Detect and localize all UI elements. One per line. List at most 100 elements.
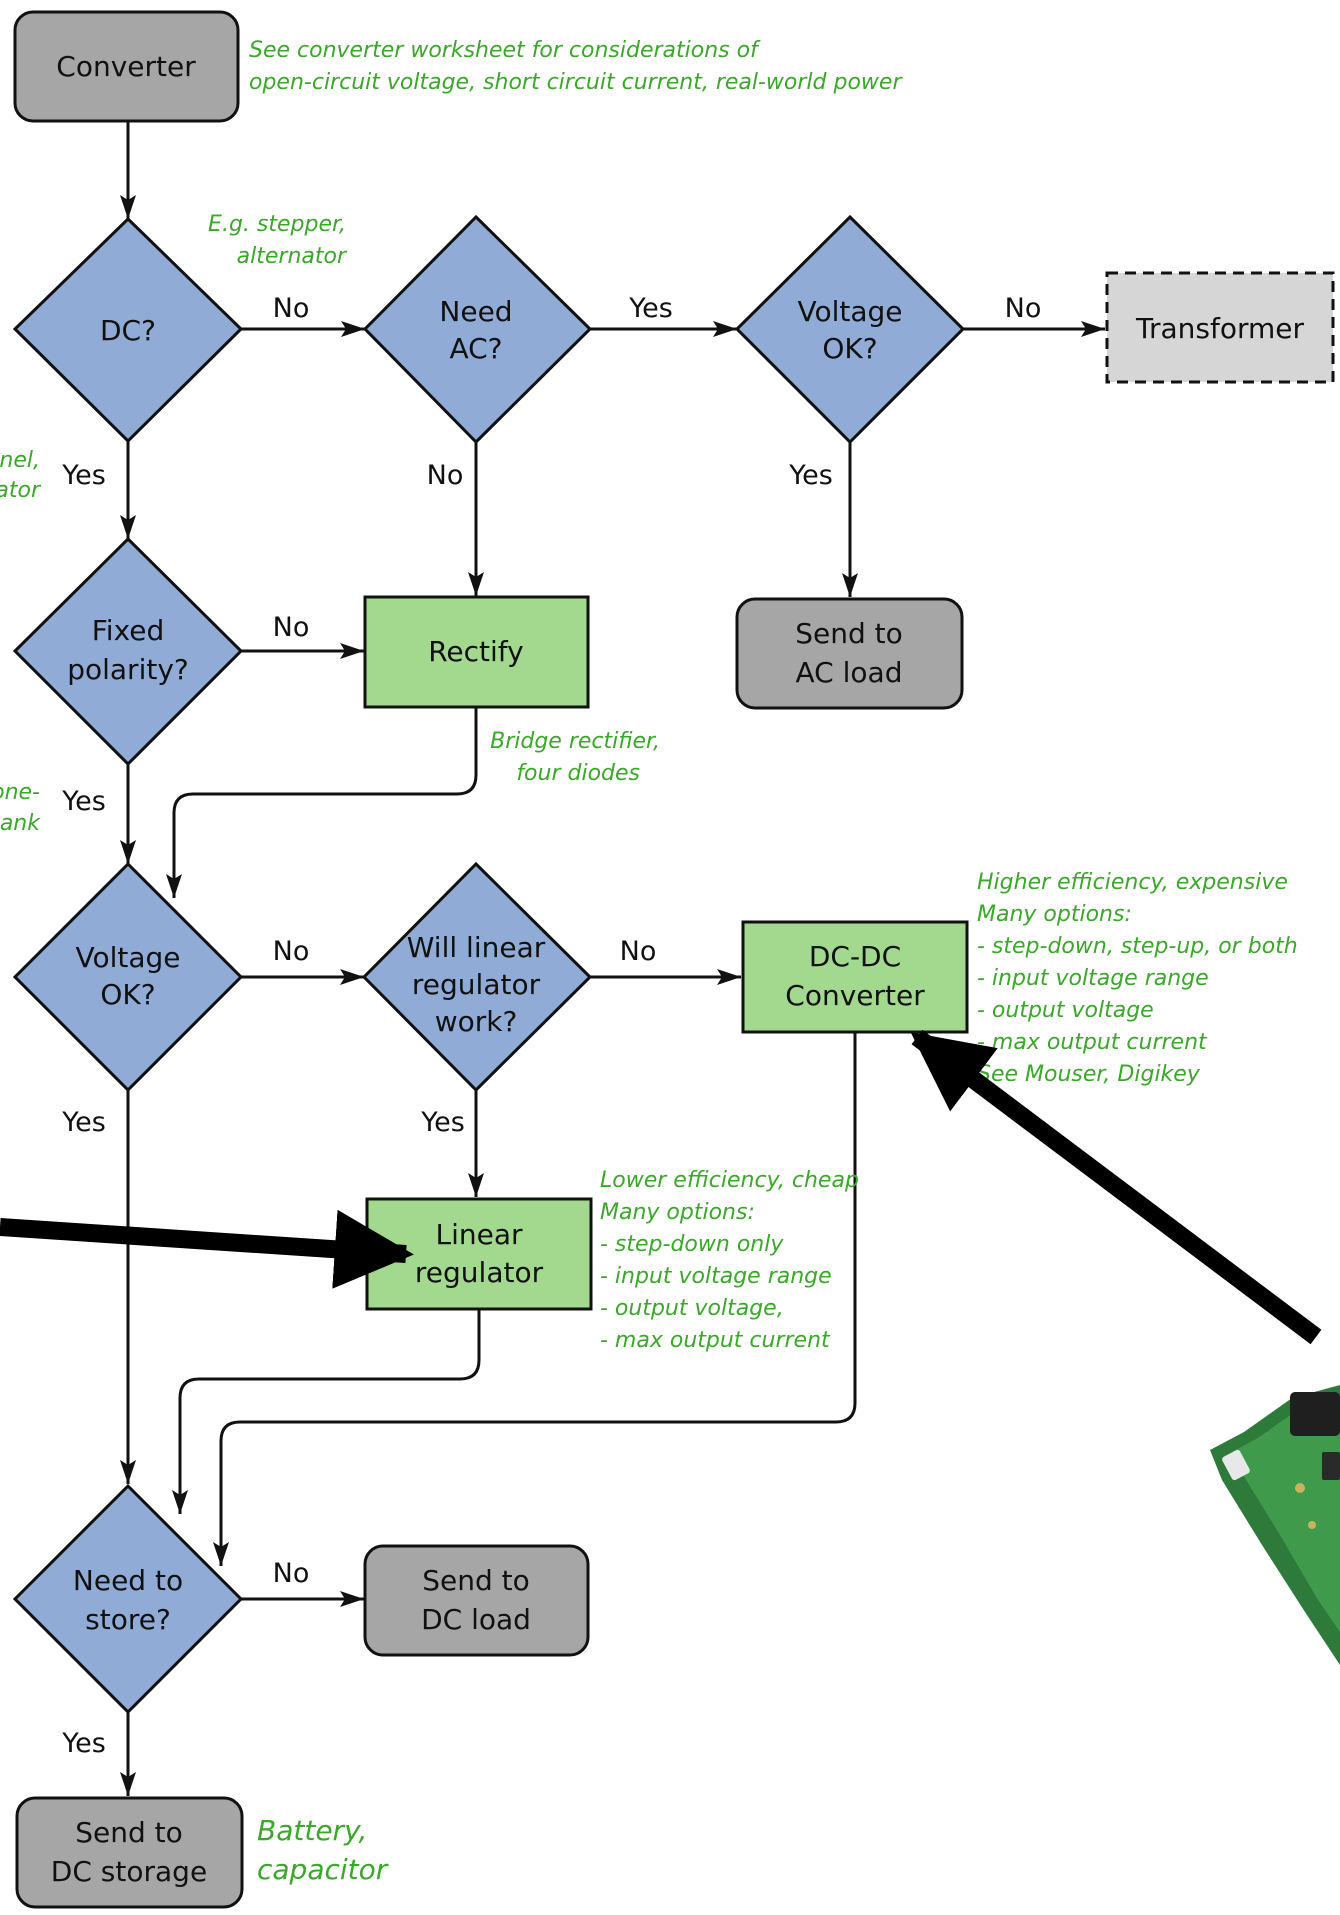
annotations: See converter worksheet for consideratio… bbox=[0, 38, 1298, 1886]
dcdc-note-7: See Mouser, Digikey bbox=[977, 1062, 1201, 1087]
pointer-arrow-dcdc bbox=[910, 1029, 1322, 1345]
voltage-dc-label-1: Voltage bbox=[75, 941, 180, 974]
linear-note-3: - step-down only bbox=[600, 1232, 784, 1257]
decision-shape bbox=[12, 861, 244, 1093]
edge-label: Yes bbox=[61, 1728, 106, 1759]
linear-note-1: Lower efficiency, cheap bbox=[600, 1168, 859, 1193]
decision-shape bbox=[361, 861, 593, 1093]
edge-rectify-voltage-dc bbox=[166, 708, 478, 898]
decision-shape bbox=[734, 214, 966, 445]
edge-label: No bbox=[620, 936, 657, 967]
dc-load-label-1: Send to bbox=[422, 1564, 530, 1597]
send-dc-load-node: Send to DC load bbox=[363, 1544, 590, 1657]
pointer-arrow-linear bbox=[0, 1209, 414, 1289]
ac-load-label-2: AC load bbox=[796, 656, 903, 689]
dcdc-note-3: - step-down, step-up, or both bbox=[977, 934, 1298, 959]
edge-label: Yes bbox=[420, 1107, 465, 1138]
need-to-store-decision: Need to store? bbox=[12, 1483, 244, 1715]
will-linear-label-3: work? bbox=[435, 1005, 518, 1038]
voltage-ac-label-1: Voltage bbox=[797, 295, 902, 328]
storage-note-1: Battery, bbox=[257, 1814, 367, 1847]
edge-dcdc-store bbox=[213, 1032, 857, 1566]
voltage-dc-label-2: OK? bbox=[100, 978, 155, 1011]
dcdc-note-2: Many options: bbox=[977, 902, 1132, 927]
rectify-node: Rectify bbox=[363, 595, 590, 709]
rectify-note-2: four diodes bbox=[516, 761, 640, 786]
decision-shape bbox=[362, 214, 593, 445]
dc-example-2: ator bbox=[0, 478, 42, 503]
edge-label: Yes bbox=[788, 460, 833, 491]
inductor-component bbox=[1290, 1392, 1340, 1436]
dc-decision: DC? bbox=[12, 216, 244, 444]
edge-label: Yes bbox=[61, 786, 106, 817]
rectify-label: Rectify bbox=[428, 635, 524, 668]
linear-note-6: - max output current bbox=[600, 1328, 831, 1353]
process-shape bbox=[741, 920, 969, 1034]
transformer-node: Transformer bbox=[1105, 271, 1335, 384]
dcdc-note-1: Higher efficiency, expensive bbox=[977, 870, 1288, 895]
linear-label-2: regulator bbox=[415, 1256, 544, 1289]
voltage-ok-dc-decision: Voltage OK? bbox=[12, 861, 244, 1093]
linear-note-2: Many options: bbox=[600, 1200, 755, 1225]
will-linear-label-1: Will linear bbox=[407, 931, 546, 964]
edge-label: No bbox=[273, 293, 310, 324]
edge-label: Yes bbox=[61, 460, 106, 491]
dcdc-note-6: - max output current bbox=[977, 1030, 1208, 1055]
transformer-label: Transformer bbox=[1135, 312, 1305, 345]
decision-shape bbox=[12, 1483, 244, 1715]
dcdc-converter-node: DC-DC Converter bbox=[741, 920, 969, 1034]
fixed-label-1: Fixed bbox=[92, 614, 165, 647]
ac-load-label-1: Send to bbox=[795, 617, 903, 650]
linear-note-4: - input voltage range bbox=[600, 1264, 832, 1289]
polarity-example-1: one- bbox=[0, 780, 40, 805]
rectify-note-1: Bridge rectifier, bbox=[490, 729, 660, 754]
process-shape bbox=[363, 595, 590, 709]
dcdc-note-5: - output voltage bbox=[977, 998, 1154, 1023]
dcdc-label-2: Converter bbox=[785, 979, 925, 1012]
dcdc-note-4: - input voltage range bbox=[977, 966, 1209, 991]
dcdc-label-1: DC-DC bbox=[809, 940, 901, 973]
decision-shape bbox=[12, 216, 244, 444]
polarity-example-2: ank bbox=[0, 811, 41, 836]
converter-node: Converter bbox=[13, 10, 240, 123]
converter-label: Converter bbox=[56, 50, 196, 83]
need-ac-decision: Need AC? bbox=[362, 214, 593, 445]
edge-label: No bbox=[1005, 293, 1042, 324]
edge-label: No bbox=[427, 460, 464, 491]
ac-example-1: E.g. stepper, bbox=[208, 212, 346, 237]
fixed-label-2: polarity? bbox=[67, 653, 189, 686]
dc-storage-label-2: DC storage bbox=[51, 1855, 207, 1888]
will-linear-label-2: regulator bbox=[412, 968, 541, 1001]
linear-label-1: Linear bbox=[435, 1218, 523, 1251]
edge-label: No bbox=[273, 612, 310, 643]
edge-label: Yes bbox=[61, 1107, 106, 1138]
converter-note-1: See converter worksheet for consideratio… bbox=[249, 38, 761, 63]
connectors bbox=[120, 121, 1105, 1796]
edge-linear-store bbox=[172, 1310, 481, 1514]
fixed-polarity-decision: Fixed polarity? bbox=[12, 536, 244, 767]
storage-note-2: capacitor bbox=[257, 1853, 389, 1886]
terminal-shape bbox=[735, 597, 964, 710]
decision-shape bbox=[12, 536, 244, 767]
edge-label: No bbox=[273, 1558, 310, 1589]
via-hole bbox=[1308, 1521, 1316, 1529]
edge-labels: No Yes No Yes No Yes No Yes No No Yes Ye… bbox=[61, 293, 1041, 1759]
terminal-shape bbox=[15, 1796, 244, 1909]
converter-note-2: open-circuit voltage, short circuit curr… bbox=[249, 70, 903, 95]
dc-example-1: nel, bbox=[0, 448, 40, 473]
need-ac-label-2: AC? bbox=[449, 332, 502, 365]
terminal-shape bbox=[13, 10, 240, 123]
dc-load-label-2: DC load bbox=[421, 1603, 531, 1636]
chip-component bbox=[1322, 1452, 1340, 1480]
linear-note-5: - output voltage, bbox=[600, 1296, 784, 1321]
via-hole bbox=[1295, 1483, 1305, 1493]
dc-storage-label-1: Send to bbox=[75, 1816, 183, 1849]
send-dc-storage-node: Send to DC storage bbox=[15, 1796, 244, 1909]
terminal-shape bbox=[363, 1544, 590, 1657]
ac-example-2: alternator bbox=[237, 244, 348, 269]
will-linear-decision: Will linear regulator work? bbox=[361, 861, 593, 1093]
store-label-1: Need to bbox=[73, 1564, 183, 1597]
board-surface bbox=[1232, 1395, 1340, 1632]
dc-label: DC? bbox=[100, 314, 156, 347]
